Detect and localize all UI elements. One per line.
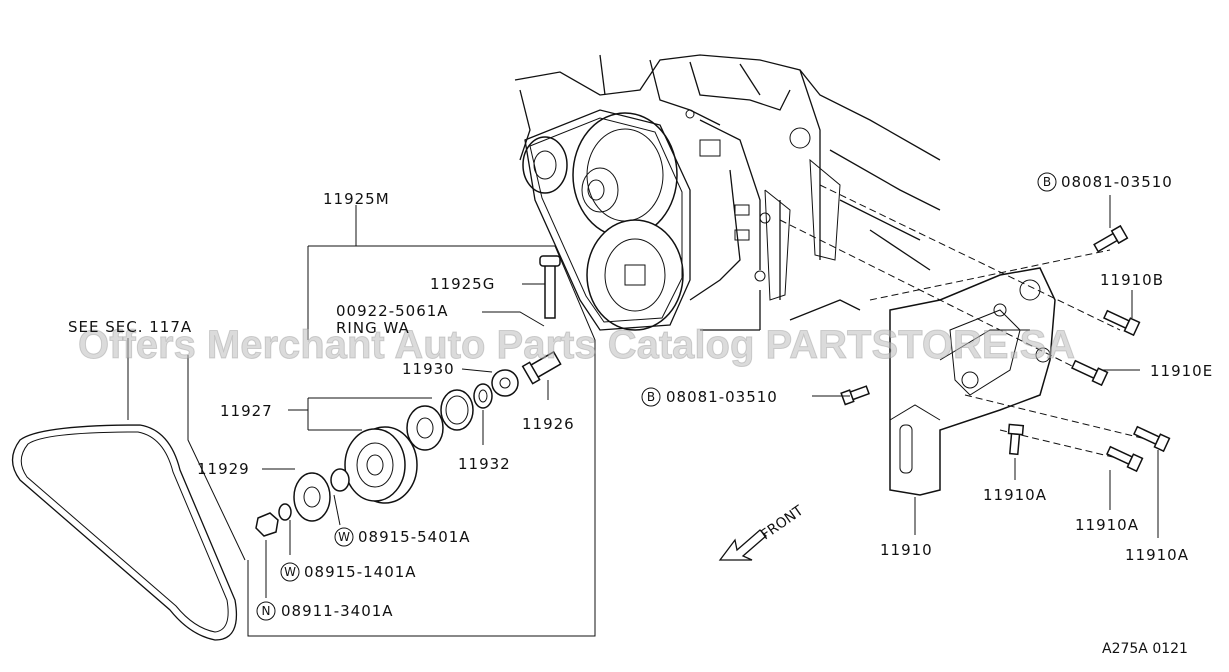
b-symbol-1: B — [1043, 175, 1051, 189]
w-symbol-2: W — [284, 565, 296, 579]
dashed-assembly-lines — [779, 184, 1151, 461]
label-11910A-1: 11910A — [983, 486, 1047, 504]
w-symbol-1: W — [338, 530, 350, 544]
label-08081-03510-top: 08081-03510 — [1061, 173, 1173, 191]
label-11910E: 11910E — [1150, 362, 1213, 380]
label-11925G: 11925G — [430, 275, 495, 293]
label-11932: 11932 — [458, 455, 511, 473]
label-11910: 11910 — [880, 541, 933, 559]
label-11925M: 11925M — [323, 190, 390, 208]
part-labels: 11925M 11925G 00922-5061A RING WA SEE SE… — [68, 172, 1213, 657]
label-ring: RING WA — [336, 319, 410, 337]
label-08081-03510-left: 08081-03510 — [666, 388, 778, 406]
label-11929: 11929 — [197, 460, 250, 478]
watermark-text: Offers Merchant Auto Parts Catalog PARTS… — [78, 323, 1075, 367]
label-11910A-2: 11910A — [1075, 516, 1139, 534]
bolt-icons — [840, 224, 1171, 473]
label-see-sec: SEE SEC. 117A — [68, 318, 192, 336]
label-08915-1401A: 08915-1401A — [304, 563, 417, 581]
leader-lines — [127, 195, 1159, 598]
label-11927: 11927 — [220, 402, 273, 420]
drive-belt-illustration — [11, 424, 238, 641]
label-08915-5401A: 08915-5401A — [358, 528, 471, 546]
washer-ref-1: W 08915-5401A — [334, 527, 471, 547]
b-symbol-2: B — [647, 390, 655, 404]
label-00922-5061A: 00922-5061A — [336, 302, 449, 320]
nut-ref: N 08911-3401A — [256, 601, 394, 621]
n-symbol: N — [262, 604, 271, 618]
label-11930: 11930 — [402, 360, 455, 378]
front-direction-arrow: FRONT — [718, 502, 807, 561]
idler-bracket-illustration — [889, 267, 1056, 496]
engine-block-illustration — [514, 54, 941, 331]
washer-ref-2: W 08915-1401A — [280, 562, 417, 582]
drawing-code: A275A 0121 — [1102, 641, 1188, 657]
label-11926: 11926 — [522, 415, 575, 433]
front-label: FRONT — [758, 502, 807, 543]
label-11910B: 11910B — [1100, 271, 1164, 289]
label-11910A-3: 11910A — [1125, 546, 1189, 564]
label-08911-3401A: 08911-3401A — [281, 602, 394, 620]
bolt-ref-2: B 08081-03510 — [641, 387, 778, 407]
idler-pulley-parts — [255, 255, 562, 537]
bolt-ref-1: B 08081-03510 — [1037, 172, 1173, 192]
group-box-11925M — [247, 205, 596, 637]
